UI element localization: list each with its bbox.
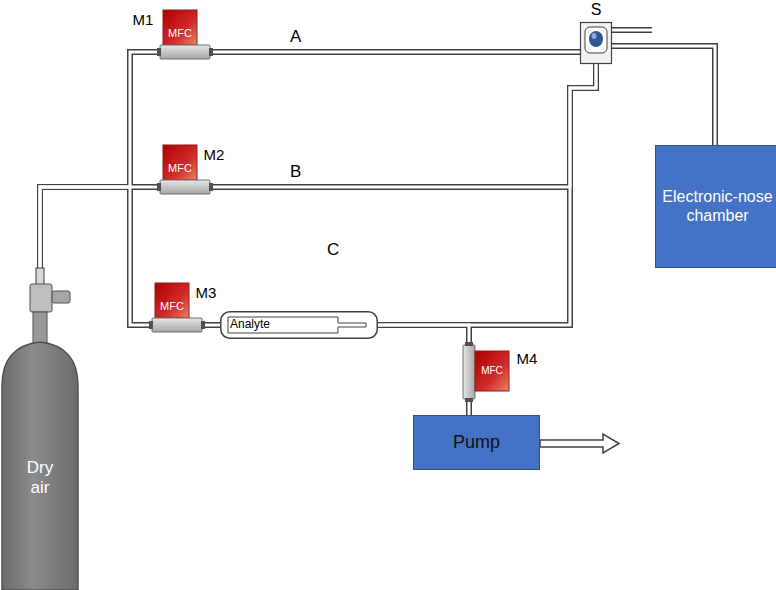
gas-line-wall [40,52,160,268]
mfc-text-box: MFC [163,23,197,43]
analyte-text-box: Analyte [230,317,330,333]
mfc-text-box: MFC [163,158,197,178]
gas-line-wall [210,49,580,55]
chamber-text-box: Electronic-nose chamber [659,149,776,264]
pump-text: Pump [453,432,500,453]
switching-valve: S [580,22,612,64]
cylinder-text: Dry air [19,458,61,497]
gas-line [40,187,160,268]
mass-flow-controller: M3MFC [152,283,202,333]
gas-line-wall [466,399,472,415]
mfc-name: M2 [204,146,225,163]
gas-line [40,187,152,325]
mfc-name-box: M2 [200,145,228,165]
gas-line-wall [612,46,715,145]
mfc-name: M4 [517,350,538,367]
gas-line-bore [210,64,596,187]
vent-tube [612,27,652,33]
cyl-outline [0,268,80,590]
mfc-text: MFC [160,300,184,313]
gas-line-bore [40,187,152,325]
gas-line-wall [210,64,596,187]
mfc-text: MFC [168,162,192,175]
analyte-tube: Analyte [220,311,378,339]
mfc-name-box: M1 [129,10,157,30]
cylinder-text-box: Dry air [14,448,66,508]
gas-line [210,64,596,187]
mass-flow-controller: M2MFC [160,145,210,195]
mfc-name: M1 [133,11,154,28]
gas-cylinder: Dry air [0,268,80,590]
gas-line-bore [378,64,596,325]
gas-line-bore [378,325,469,345]
valve-name: S [591,1,602,19]
gas-line [612,46,715,145]
gas-line-wall [40,187,152,325]
gas-line [210,52,580,53]
gas-line-bore [210,51,580,54]
mfc-name-box: M3 [192,283,220,303]
analyte-text: Analyte [230,318,270,332]
gas-line-bore [612,46,715,145]
gas-line [40,52,160,268]
mfc-name-box: M4 [513,349,541,369]
chamber-box: Electronic-nose chamber [655,145,776,268]
branch-letter: C [327,240,339,260]
exhaust-arrow [540,434,619,453]
chamber-text: Electronic-nose chamber [659,188,776,225]
mass-flow-controller: M1MFC [160,10,210,60]
vent-tube-inner [612,29,652,32]
gas-line [378,325,469,345]
valve-outline [580,22,612,64]
line-letter: A [290,27,301,47]
gas-line-wall [202,322,220,328]
gas-line-wall [378,325,469,345]
mfc-text-box: MFC [155,296,189,316]
mfc-text-box: MFC [475,361,509,381]
mfc-text: MFC [168,27,192,40]
gas-line-bore [40,52,160,268]
mass-flow-controller: M4MFC [463,345,511,399]
line-letter: B [290,162,301,182]
gas-line-wall [40,187,160,268]
gas-line-bore [40,187,160,268]
gas-line-wall [378,64,596,325]
valve-name-box: S [584,1,608,20]
mfc-text: MFC [481,365,503,377]
gas-line [378,64,596,325]
pump-text-box: Pump [417,419,536,466]
mfc-name: M3 [196,284,217,301]
pump-box: Pump [413,415,540,470]
